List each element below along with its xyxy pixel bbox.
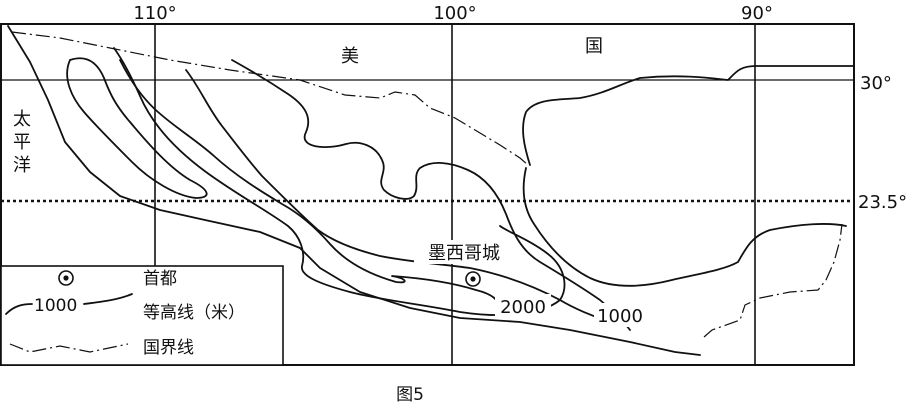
country-label-mei: 美 <box>341 46 359 67</box>
capital-label: 墨西哥城 <box>428 243 500 264</box>
longitude-label-100: 100° <box>433 3 476 24</box>
contour-label-1000: 1000 <box>597 306 643 327</box>
ocean-label-yang: 洋 <box>13 155 31 176</box>
legend-capital-label: 首都 <box>143 269 177 289</box>
legend: 首都 1000 等高线（米） 国界线 <box>0 265 284 366</box>
legend-contour-value: 1000 <box>34 296 77 316</box>
longitude-label-90: 90° <box>741 3 773 24</box>
legend-border-label: 国界线 <box>143 338 194 358</box>
contour-1000-west <box>113 47 566 316</box>
capital-marker-dot <box>470 276 476 282</box>
legend-contour-line-right <box>83 293 133 305</box>
contour-2000 <box>119 59 501 311</box>
coastline-gulf <box>522 65 855 166</box>
capital-label-bg <box>414 240 514 264</box>
ocean-label-ping: 平 <box>13 132 31 153</box>
ocean-label-tai: 太 <box>13 109 31 130</box>
figure-caption: 图5 <box>396 385 424 405</box>
legend-box <box>0 265 284 366</box>
legend-contour-label: 等高线（米） <box>143 303 245 323</box>
contour-central-plateau <box>231 59 631 331</box>
contour-1000-baja <box>66 57 208 199</box>
legend-capital-dot <box>63 275 69 281</box>
contour-label-2000-bg <box>495 294 551 318</box>
map-frame <box>0 23 855 366</box>
contour-label-1000-bg <box>594 303 644 327</box>
longitude-label-110: 110° <box>133 3 176 24</box>
coastline-west <box>7 25 701 356</box>
latitude-label-30: 30° <box>860 73 892 94</box>
latitude-label-23-5: 23.5° <box>858 192 907 213</box>
coastline-yucatan <box>522 167 847 287</box>
southern-border <box>703 223 843 338</box>
legend-contour-line-left <box>5 303 33 315</box>
legend-border-line <box>9 343 129 353</box>
national-border <box>11 31 529 166</box>
contour-label-2000: 2000 <box>500 297 546 318</box>
country-label-guo: 国 <box>585 36 603 57</box>
